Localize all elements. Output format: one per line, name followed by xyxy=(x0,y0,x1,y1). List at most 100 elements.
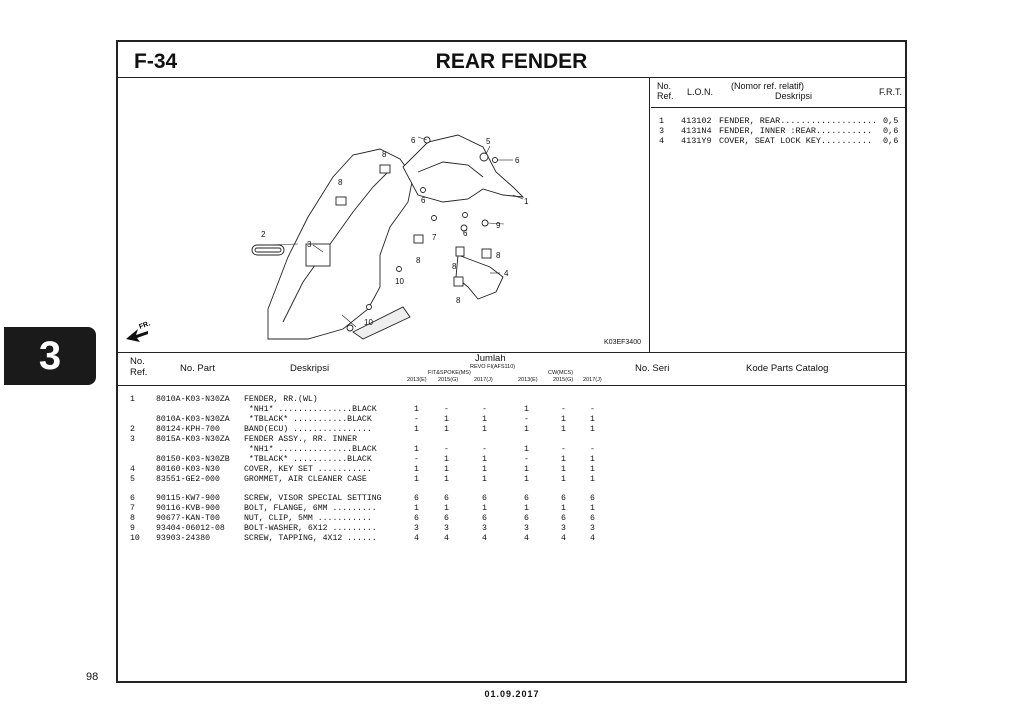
callout-label: 10 xyxy=(364,318,373,327)
quantity-cell: 6 xyxy=(444,494,449,503)
grommet xyxy=(479,152,489,162)
bolt-washer xyxy=(481,219,489,227)
frt-col-desc: Deskripsi xyxy=(775,91,813,101)
callout-label: 9 xyxy=(496,221,501,230)
quantity-cell: 1 xyxy=(444,425,449,434)
parts-col-kode: Kode Parts Catalog xyxy=(746,363,829,374)
part-number: 8010A-K03-N30ZA xyxy=(156,415,230,424)
quantity-cell: 1 xyxy=(590,504,595,513)
quantity-cell: 1 xyxy=(414,405,419,414)
page-number: 98 xyxy=(86,671,99,683)
page-header: F-34 REAR FENDER xyxy=(118,42,905,78)
part-description: *TBLACK* ...........BLACK xyxy=(244,455,372,464)
part-number: 8015A-K03-N30ZA xyxy=(156,435,230,444)
part-number: 80160-K03-N30 xyxy=(156,465,220,474)
quantity-cell: 1 xyxy=(561,465,566,474)
bolt-washer xyxy=(346,324,354,332)
callout-label: 6 xyxy=(411,136,416,145)
quantity-cell: 1 xyxy=(590,415,595,424)
exploded-diagram: 1 2 3 4 5 6 6 6 6 7 8 8 8 8 8 8 9 9 10 1… xyxy=(118,77,650,352)
year-col: 2015(G) xyxy=(438,377,459,383)
year-col: 2015(G) xyxy=(553,377,574,383)
quantity-cell: 3 xyxy=(444,524,449,533)
chapter-tab: 3 xyxy=(4,327,96,385)
quantity-cell: - xyxy=(590,445,595,454)
upper-fender xyxy=(402,134,525,203)
ref-number: 7 xyxy=(130,504,135,513)
quantity-cell: 6 xyxy=(524,514,529,523)
ref-number: 5 xyxy=(130,475,135,484)
quantity-cell: 1 xyxy=(524,405,529,414)
callout-label: 8 xyxy=(456,296,461,305)
callout-label: 8 xyxy=(382,150,387,159)
parts-group-cw: CW(MCS) xyxy=(548,370,574,376)
quantity-cell: 6 xyxy=(590,494,595,503)
part-description: *NH1* ...............BLACK xyxy=(244,445,377,454)
part-number: 90116-KVB-900 xyxy=(156,504,220,513)
part-description: BOLT, FLANGE, 6MM ......... xyxy=(244,504,377,513)
part-number: 80124-KPH-700 xyxy=(156,425,220,434)
callout-label: 5 xyxy=(486,137,491,146)
quantity-cell: - xyxy=(561,405,566,414)
quantity-cell: 1 xyxy=(524,504,529,513)
quantity-cell: 6 xyxy=(561,514,566,523)
quantity-cell: 4 xyxy=(590,534,595,543)
ecu-band-inner xyxy=(254,247,282,253)
quantity-cell: - xyxy=(444,405,449,414)
quantity-cell: 3 xyxy=(590,524,595,533)
quantity-cell: 6 xyxy=(590,514,595,523)
part-description: BAND(ECU) ................ xyxy=(244,425,372,434)
fender-ridge xyxy=(282,171,389,323)
frt-col-noref: No. Ref. xyxy=(657,81,674,101)
quantity-cell: 1 xyxy=(561,455,566,464)
quantity-cell: - xyxy=(482,405,487,414)
quantity-cell: 1 xyxy=(561,415,566,424)
callout-label: 7 xyxy=(432,233,437,242)
screw xyxy=(462,212,468,218)
front-arrow: FR. xyxy=(126,320,151,342)
quantity-cell: 1 xyxy=(414,465,419,474)
parts-group-fitspoke: FIT&SPOKE(MS) xyxy=(428,370,471,376)
callout-numbers: 1 2 3 4 5 6 6 6 6 7 8 8 8 8 8 8 9 9 10 1… xyxy=(261,136,529,327)
quantity-cell: 1 xyxy=(482,455,487,464)
quantity-cell: 1 xyxy=(482,465,487,474)
quantity-cell: - xyxy=(444,445,449,454)
parts-col-noref: No. Ref. xyxy=(130,356,148,378)
parts-col-nopart: No. Part xyxy=(180,363,215,374)
quantity-cell: 6 xyxy=(561,494,566,503)
callout-label: 3 xyxy=(307,240,312,249)
callout-label: 6 xyxy=(421,196,426,205)
quantity-cell: 1 xyxy=(524,425,529,434)
parts-col-desc: Deskripsi xyxy=(290,363,330,374)
diagram-parts xyxy=(251,134,525,340)
quantity-cell: 1 xyxy=(524,445,529,454)
ref-number: 8 xyxy=(130,514,135,523)
ref-number: 9 xyxy=(130,524,135,533)
quantity-cell: 6 xyxy=(444,514,449,523)
callout-label: 4 xyxy=(504,269,509,278)
quantity-cell: 1 xyxy=(444,475,449,484)
parts-col-jumlah: Jumlah xyxy=(475,353,506,364)
quantity-cell: - xyxy=(414,415,419,424)
quantity-cell: 1 xyxy=(561,504,566,513)
callout-label: 10 xyxy=(395,277,404,286)
quantity-cell: 1 xyxy=(444,415,449,424)
callout-label: 6 xyxy=(463,229,468,238)
part-description: BOLT-WASHER, 6X12 ......... xyxy=(244,524,377,533)
quantity-cell: 1 xyxy=(444,465,449,474)
quantity-cell: 1 xyxy=(414,425,419,434)
parts-table-header: No. Ref. No. Part Deskripsi Jumlah REVO … xyxy=(118,352,905,386)
section-code: F-34 xyxy=(134,50,178,73)
callout-label: 8 xyxy=(496,251,501,260)
quantity-cell: 4 xyxy=(524,534,529,543)
part-description: *NH1* ...............BLACK xyxy=(244,405,377,414)
clip-nut xyxy=(481,248,492,259)
fender-hugger-tip xyxy=(352,306,411,340)
callout-label: 8 xyxy=(416,256,421,265)
diagram-svg: 1 2 3 4 5 6 6 6 6 7 8 8 8 8 8 8 9 9 10 1… xyxy=(126,134,529,342)
frt-col-desc-note: (Nomor ref. relatif) xyxy=(731,81,805,91)
quantity-cell: 1 xyxy=(590,455,595,464)
ref-number: 4 xyxy=(130,465,135,474)
part-description: FENDER, RR.(WL) xyxy=(244,395,318,404)
year-col: 2013(E) xyxy=(407,377,427,383)
